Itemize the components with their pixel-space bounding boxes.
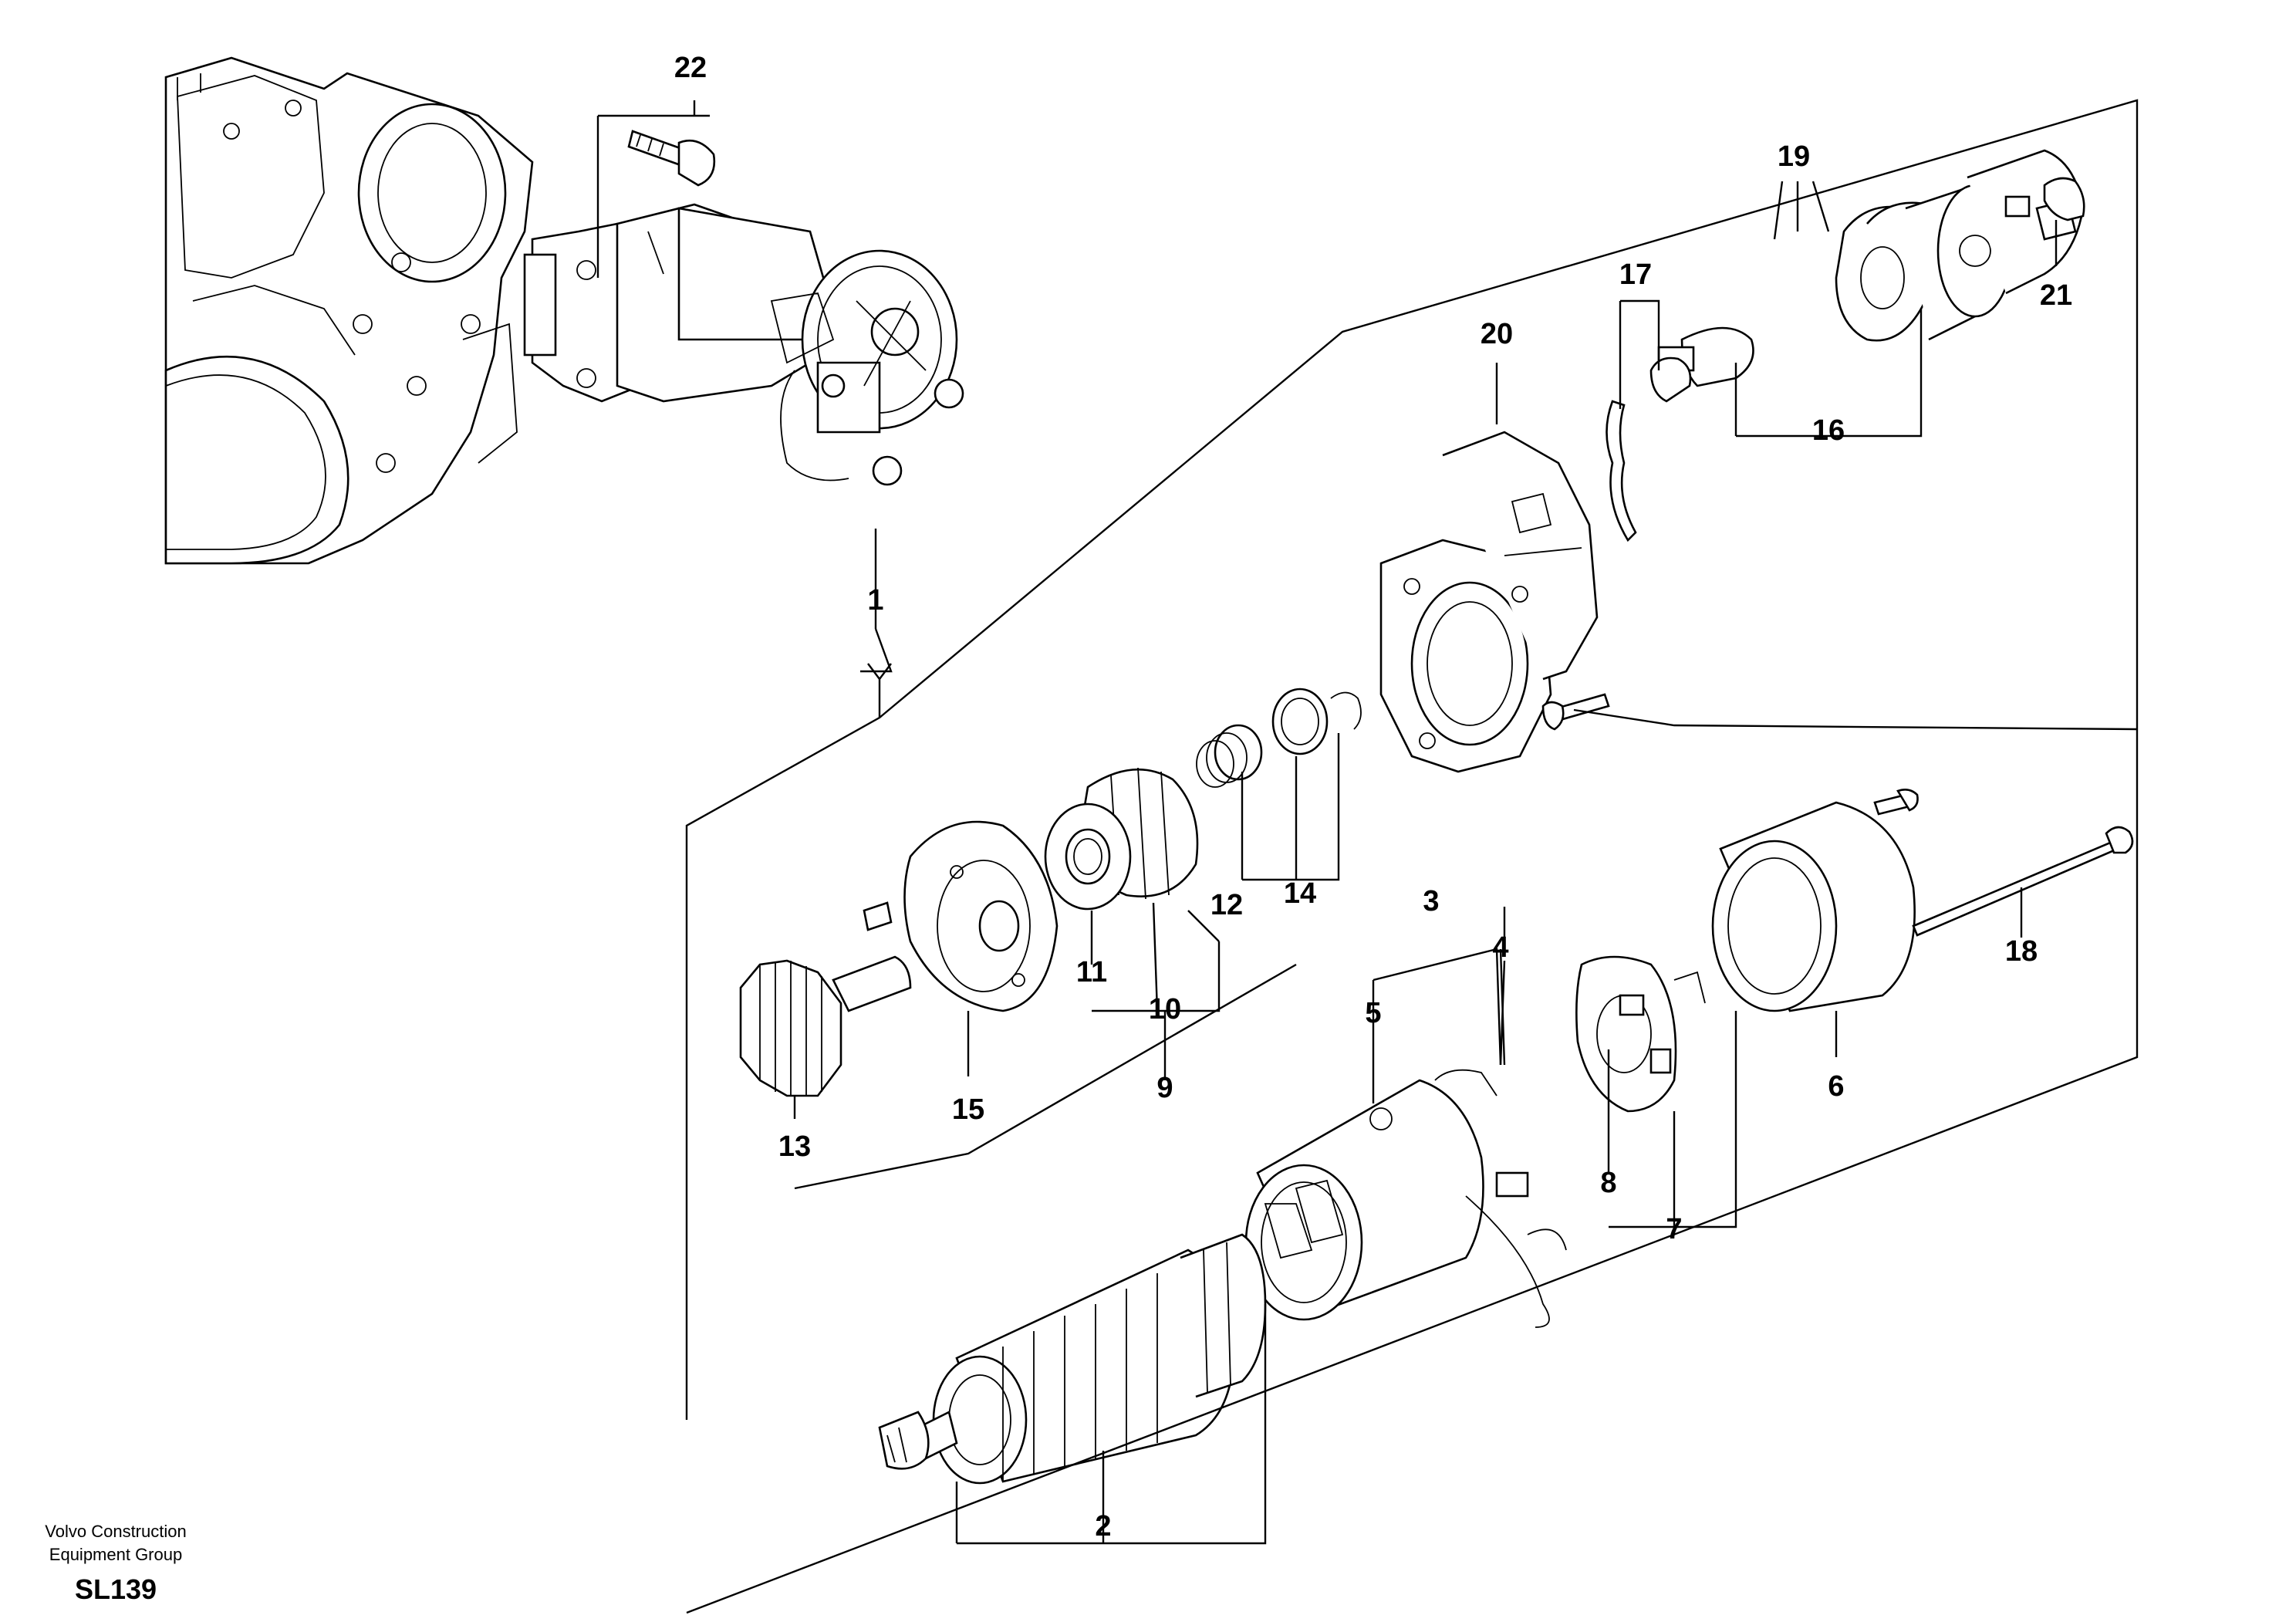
callout-13: 13 xyxy=(778,1130,811,1163)
bolt-22 xyxy=(627,130,716,187)
callout-11: 11 xyxy=(1076,956,1107,988)
drawing-code: SL139 xyxy=(75,1573,157,1605)
solenoid-16-parts xyxy=(1657,149,2085,387)
cover-screw xyxy=(1873,789,1919,816)
armature-2 xyxy=(878,1233,1267,1485)
callout-labels: 1 2 3 4 5 6 7 8 9 10 11 12 13 14 15 16 1… xyxy=(674,52,2072,1543)
callout-9: 9 xyxy=(1156,1072,1173,1104)
part-21 xyxy=(2043,177,2085,221)
leader-lines xyxy=(596,100,2138,1545)
callout-14: 14 xyxy=(1284,877,1316,910)
callout-4: 4 xyxy=(1492,931,1508,964)
callout-1: 1 xyxy=(867,584,883,617)
end-plate-15 xyxy=(863,820,1059,1012)
through-bolt-18 xyxy=(1912,826,2134,937)
callout-8: 8 xyxy=(1600,1167,1616,1199)
callout-10: 10 xyxy=(1149,993,1181,1026)
company-name-line1: Volvo Construction xyxy=(45,1522,186,1541)
rear-cover-6 xyxy=(1711,801,1916,1012)
stop-collar-parts-14 xyxy=(1196,688,1362,788)
footer: Volvo Construction Equipment Group SL139 xyxy=(45,1522,186,1605)
flywheel-housing xyxy=(164,56,534,565)
callout-5: 5 xyxy=(1365,997,1381,1029)
callout-6: 6 xyxy=(1828,1070,1844,1103)
pinion-13 xyxy=(739,955,912,1097)
lever-17 xyxy=(1606,357,1692,542)
yoke-3 xyxy=(1244,1069,1567,1328)
callout-22: 22 xyxy=(674,52,707,84)
callout-2: 2 xyxy=(1095,1510,1111,1543)
callout-3: 3 xyxy=(1423,885,1439,917)
company-name-line2: Equipment Group xyxy=(49,1545,182,1564)
housing-bolt xyxy=(1541,693,1610,731)
callout-21: 21 xyxy=(2040,279,2072,312)
callout-7: 7 xyxy=(1666,1213,1682,1245)
callout-20: 20 xyxy=(1481,318,1513,350)
callout-18: 18 xyxy=(2005,935,2038,968)
brush-holder-7 xyxy=(1575,955,1706,1113)
callout-16: 16 xyxy=(1812,414,1845,447)
callout-12: 12 xyxy=(1210,889,1243,921)
callout-15: 15 xyxy=(952,1093,984,1126)
callout-19: 19 xyxy=(1778,140,1810,173)
callout-17: 17 xyxy=(1619,259,1652,291)
drive-housing-20 xyxy=(1379,431,1599,773)
starter-motor-assembly xyxy=(523,203,964,486)
overrunning-clutch-12 xyxy=(1044,767,1199,911)
